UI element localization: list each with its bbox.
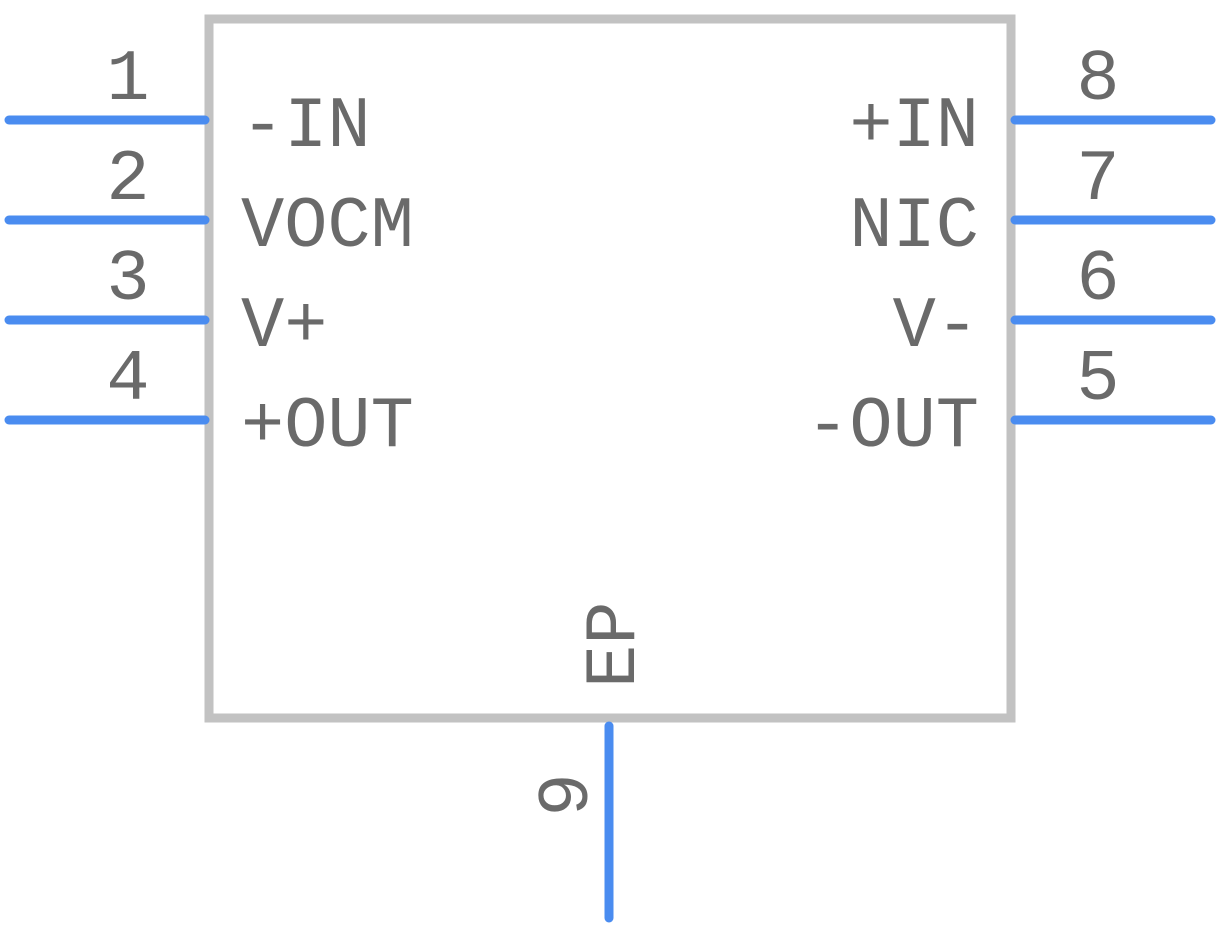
pin-3-number: 3 (106, 239, 149, 321)
pin-4-name: +OUT (241, 386, 414, 468)
pin-5-name: -OUT (806, 386, 979, 468)
pin-7-name: NIC (849, 186, 979, 268)
pin-8-name: +IN (849, 86, 979, 168)
component-body (204, 14, 1016, 723)
pin-6-number: 6 (1076, 239, 1119, 321)
pin-8-number: 8 (1076, 39, 1119, 121)
pin-4-number: 4 (106, 339, 149, 421)
pin-7-number: 7 (1076, 139, 1119, 221)
pin-1-number: 1 (106, 39, 149, 121)
pin-2-name: VOCM (241, 186, 414, 268)
pin-9-name: EP (574, 602, 656, 688)
pin-5-number: 5 (1076, 339, 1119, 421)
right-pins: 8 +IN 7 NIC 6 V- 5 -OUT (806, 39, 1216, 468)
pin-6-name: V- (893, 286, 979, 368)
bottom-pin: 9 EP (527, 602, 656, 923)
pin-1-name: -IN (241, 86, 371, 168)
pin-2-number: 2 (106, 139, 149, 221)
left-pins: 1 -IN 2 VOCM 3 V+ 4 +OUT (4, 39, 414, 468)
pin-3-name: V+ (241, 286, 327, 368)
pin-9-number: 9 (527, 773, 609, 816)
